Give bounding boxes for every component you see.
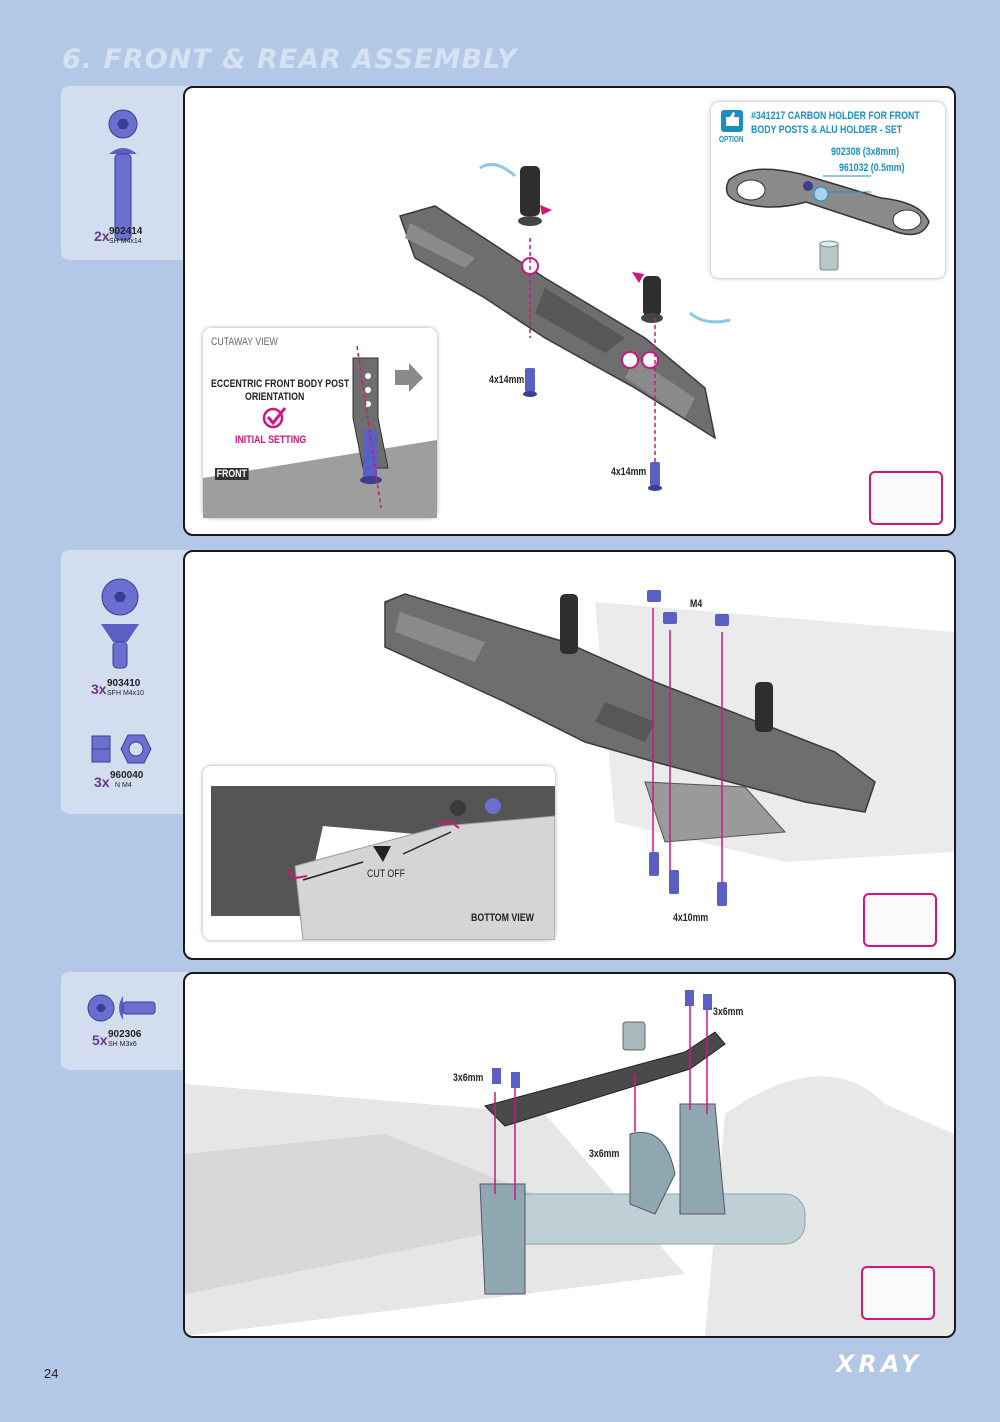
chassis-thumbnail-icon <box>869 471 943 525</box>
option-inset: OPTION #341217 CARBON HOLDER FOR FRONT B… <box>711 102 945 278</box>
page-number: 24 <box>44 1366 59 1381</box>
option-title-line1: #341217 CARBON HOLDER FOR FRONT <box>751 110 920 122</box>
carbon-holder-option-diagram <box>721 110 930 271</box>
front-label: FRONT <box>215 468 249 480</box>
part-code: 902414 <box>109 226 143 237</box>
step1-panel: 4x14mm 4x14mm OPTION #341217 CARBON HOLD… <box>183 86 956 536</box>
nut-size-label: M4 <box>690 598 703 610</box>
hex-nut-icon <box>91 734 152 764</box>
button-head-screw-icon <box>87 994 156 1022</box>
cutaway-inset: CUTAWAY VIEW ECCENTRIC FRONT BODY POST O… <box>203 328 437 518</box>
part-desc: SFH M4x10 <box>107 690 144 697</box>
cut-off-label: CUT OFF <box>367 868 405 880</box>
part-qty: 3x <box>94 774 110 790</box>
screw-size-label: 4x10mm <box>673 912 709 924</box>
part-qty: 3x <box>91 681 107 697</box>
countersunk-screw-icon <box>101 578 139 669</box>
parts-panel-step2: 3x 903410 SFH M4x10 3x 960040 N M4 <box>61 550 189 814</box>
screw-size-label: 3x6mm <box>453 1072 484 1084</box>
chassis-thumbnail-icon <box>863 893 937 947</box>
screw-size-label: 4x14mm <box>489 374 525 386</box>
initial-setting-label: INITIAL SETTING <box>235 434 307 446</box>
page-title: 6. FRONT & REAR ASSEMBLY <box>62 44 518 75</box>
front-body-post-holder-diagram <box>399 162 731 491</box>
step2-panel: M4 4x10mm CUT OFF BOTTOM VIEW <box>183 550 956 960</box>
brand-logo: XRAY <box>835 1350 923 1378</box>
bottom-view-inset: CUT OFF BOTTOM VIEW <box>203 766 555 940</box>
part-desc: SH M3x6 <box>108 1041 137 1048</box>
option-badge: OPTION <box>719 135 744 144</box>
part-desc: N M4 <box>115 782 132 789</box>
bottom-view-diagram <box>211 786 555 940</box>
step3-panel: 3x6mm 3x6mm 3x6mm <box>183 972 956 1338</box>
option-part2: 961032 (0.5mm) <box>839 162 905 174</box>
chassis-thumbnail-icon <box>861 1266 935 1320</box>
option-part1: 902308 (3x8mm) <box>831 146 900 158</box>
screw-size-label: 3x6mm <box>589 1148 620 1160</box>
parts-panel-step3: 5x 902306 SH M3x6 <box>61 972 189 1070</box>
rear-motor-mount-diagram <box>185 990 954 1336</box>
part-qty: 2x <box>94 228 110 244</box>
part-code: 960040 <box>110 770 144 781</box>
cutaway-line1: ECCENTRIC FRONT BODY POST <box>211 378 350 390</box>
cutaway-heading: CUTAWAY VIEW <box>211 336 278 348</box>
part-desc: SH M4x14 <box>109 238 142 245</box>
parts-panel-step1: 2x 902414 SH M4x14 <box>61 86 189 260</box>
part-qty: 5x <box>92 1032 108 1048</box>
front-holder-install-diagram <box>384 590 954 906</box>
screw-size-label: 4x14mm <box>611 466 647 478</box>
part-code: 902306 <box>108 1029 142 1040</box>
button-head-screw-icon <box>108 109 138 241</box>
screw-size-label: 3x6mm <box>713 1006 744 1018</box>
option-title-line2: BODY POSTS & ALU HOLDER - SET <box>751 124 903 136</box>
cutaway-diagram <box>203 345 437 518</box>
cutaway-line2: ORIENTATION <box>245 391 305 403</box>
part-code: 903410 <box>107 678 141 689</box>
bottom-view-label: BOTTOM VIEW <box>471 912 534 924</box>
